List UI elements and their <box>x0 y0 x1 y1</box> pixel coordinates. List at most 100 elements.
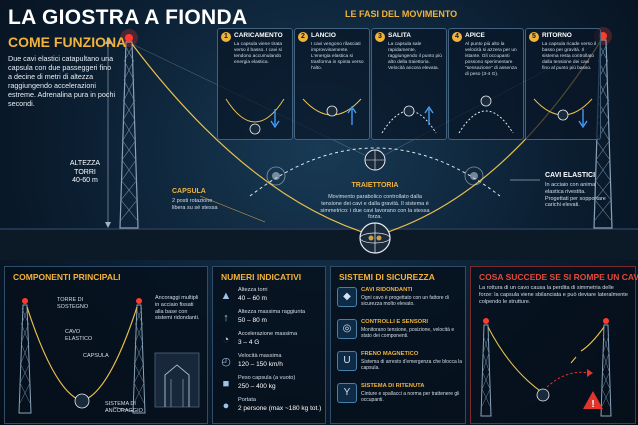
ghost-capsule-right <box>464 166 484 186</box>
arrow-up-icon <box>347 105 357 125</box>
gauge-icon: ◔ <box>222 334 230 346</box>
right-tower-light <box>599 32 607 40</box>
stat-value: 2 persone (max ~180 kg tot.) <box>238 405 322 412</box>
security-item: ◆ CAVI RIDONDANTI Ogni cavo è progettato c… <box>337 287 465 315</box>
sensor-icon: ◎ <box>337 319 357 339</box>
tower-icon: ▲ <box>220 290 232 302</box>
security-item: ◎ CONTROLLI E SENSORI Monitorano tensione,… <box>337 319 465 347</box>
security-item-name: FRENO MAGNETICO <box>361 351 419 357</box>
trajectory-desc: Movimento parabolico controllato dalla t… <box>320 194 430 221</box>
security-item-desc: Ogni cavo è progettato con un fattore di… <box>361 295 449 307</box>
page-subtitle: COME FUNZIONA <box>8 34 127 50</box>
phases-title: LE FASI DEL MOVIMENTO <box>345 9 458 19</box>
intro-text: Due cavi elastici catapultano una capsul… <box>8 54 116 108</box>
failure-desc: La rottura di un cavo causa la perdita d… <box>479 285 628 305</box>
phase-name: LANCIO <box>311 32 336 39</box>
stat-value: 120 – 150 km/h <box>238 361 283 368</box>
capsule-title: CAPSULA <box>172 188 206 195</box>
phase-capsule <box>480 95 492 107</box>
ground <box>0 228 638 260</box>
component-anchor-desc: Ancoraggi multipli in acciaio fissati al… <box>155 295 200 322</box>
tower-height-caption: ALTEZZA TORRI <box>69 160 101 176</box>
stat-label: Accelerazione massima <box>238 331 298 337</box>
ground-edge <box>0 228 638 230</box>
phase-number: 3 <box>375 32 385 42</box>
component-cable-label: CAVO ELASTICO <box>65 329 93 342</box>
stat-label: Velocità massima <box>238 353 282 359</box>
left-cable <box>131 43 376 237</box>
phase-path <box>225 98 285 123</box>
phase-desc: La capsula viene tirata verso il basso. … <box>234 42 282 65</box>
component-capsule-label: CAPSULA <box>83 353 109 359</box>
phase-illustration <box>381 105 437 134</box>
component-tower-label: TORRE DI SOSTEGNO <box>57 297 89 310</box>
stat-row: ↑ Altezza massima raggiunta 50 – 80 m <box>219 309 319 329</box>
security-item-name: CAVI RIDONDANTI <box>361 287 413 293</box>
components-panel: COMPONENTI PRINCIPALI TORRE DI SOSTEGNO … <box>4 266 208 424</box>
failure-diagram: ! <box>480 318 612 417</box>
shield-icon: ◆ <box>337 287 357 307</box>
phase-name: SALITA <box>388 32 411 39</box>
stat-label: Altezza torri <box>238 287 268 293</box>
trajectory-title: TRAIETTORIA <box>351 182 399 189</box>
arrow-down-icon <box>270 109 280 129</box>
phase-illustration <box>458 95 514 134</box>
component-anchor-label: SISTEMA DI ANCORAGGIO <box>105 401 143 414</box>
failure-title: COSA SUCCEDE SE SI ROMPE UN CAVO <box>479 272 638 282</box>
security-item-desc: Monitorano tensione, posizione, velocità… <box>361 327 455 339</box>
stat-row: ◴ Velocità massima 120 – 150 km/h <box>219 353 319 373</box>
arrow-up-icon <box>424 105 434 125</box>
failure-panel: COSA SUCCEDE SE SI ROMPE UN CAVO La rott… <box>470 266 638 424</box>
stat-label: Peso capsula (a vuoto) <box>238 375 296 381</box>
trajectory-arc <box>249 147 501 197</box>
phase-capsule <box>326 105 338 117</box>
security-item-desc: Cinture e spallacci a norma per trattene… <box>361 391 460 403</box>
stat-label: Portata <box>238 397 257 403</box>
phase-name: APICE <box>465 32 485 39</box>
stat-value: 3 – 4 G <box>238 339 260 346</box>
weight-icon: ■ <box>222 378 230 390</box>
phase-illustration <box>225 98 285 135</box>
page-title: LA GIOSTRA A FIONDA <box>8 6 248 29</box>
warning-icon <box>583 391 603 409</box>
speedometer-icon: ◴ <box>221 356 231 368</box>
stat-value: 250 – 400 kg <box>238 383 276 390</box>
numbers-title: NUMERI INDICATIVI <box>221 272 302 282</box>
svg-text:!: ! <box>591 399 594 410</box>
top-capsule <box>364 149 386 171</box>
arrow-down-icon <box>578 109 588 129</box>
stat-row: ◔ Accelerazione massima 3 – 4 G <box>219 331 319 351</box>
left-tower <box>119 29 139 229</box>
people-icon: ● <box>222 400 230 412</box>
phase-capsule <box>557 109 569 121</box>
security-item-desc: Sistema di arresto d'emergenza che blocc… <box>361 359 463 371</box>
phase-capsule <box>403 105 415 117</box>
seatbelt-icon: Y <box>337 383 357 403</box>
security-item: U FRENO MAGNETICO Sistema di arresto d'eme… <box>337 351 465 379</box>
phase-name: RITORNO <box>542 32 572 39</box>
capsule-desc: 2 posti rotazione libera su sé stessa <box>172 198 218 211</box>
tower-height-label: ALTEZZA TORRI 40-60 m <box>64 160 106 186</box>
magnet-icon: U <box>337 351 357 371</box>
phase-path <box>458 110 514 134</box>
phase-illustration <box>533 98 593 129</box>
phase-desc: Al punto più alto la velocità si azzera … <box>465 42 517 77</box>
security-item-name: CONTROLLI E SENSORI <box>361 319 428 325</box>
arrow-up-icon: ↑ <box>223 312 229 324</box>
phase-number: 1 <box>221 32 231 42</box>
stat-label: Altezza massima raggiunta <box>238 309 306 315</box>
main-capsule <box>359 222 391 254</box>
cables-desc: In acciaio con anima elastica rivestita.… <box>545 182 606 209</box>
security-title: SISTEMI DI SICUREZZA <box>339 272 435 282</box>
components-diagram <box>18 298 200 414</box>
stat-row: ● Portata 2 persone (max ~180 kg tot.) <box>219 397 322 417</box>
stat-value: 50 – 80 m <box>238 317 267 324</box>
cables-title: CAVI ELASTICI <box>545 172 596 179</box>
phase-number: 5 <box>529 32 539 42</box>
